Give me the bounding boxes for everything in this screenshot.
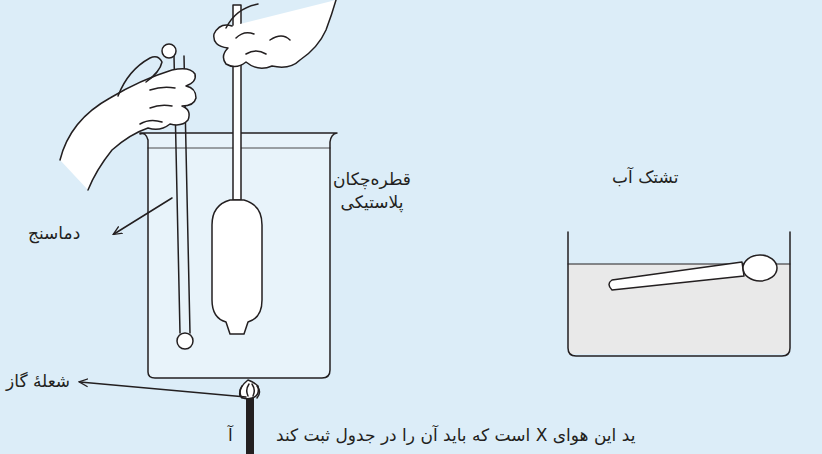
gas-flame (240, 380, 259, 399)
right-hand (214, 0, 336, 68)
leader-line (114, 198, 172, 234)
flame-label: شعلهٔ گاز (6, 370, 70, 393)
caption-fragment: آ (228, 424, 233, 447)
left-hand (60, 69, 196, 190)
dropper-label: قطره‌چکان پلاستیکی (330, 168, 414, 214)
floating-dropper (609, 262, 744, 290)
leader-line (80, 382, 246, 397)
gas-pipe (246, 398, 254, 454)
dish-label: تشتک آب (612, 166, 678, 189)
caption-fragment: ید این هوای X است که باید آن را در جدول … (276, 424, 635, 447)
thermometer-label: دماسنج (28, 222, 80, 245)
water-dish (568, 232, 790, 356)
